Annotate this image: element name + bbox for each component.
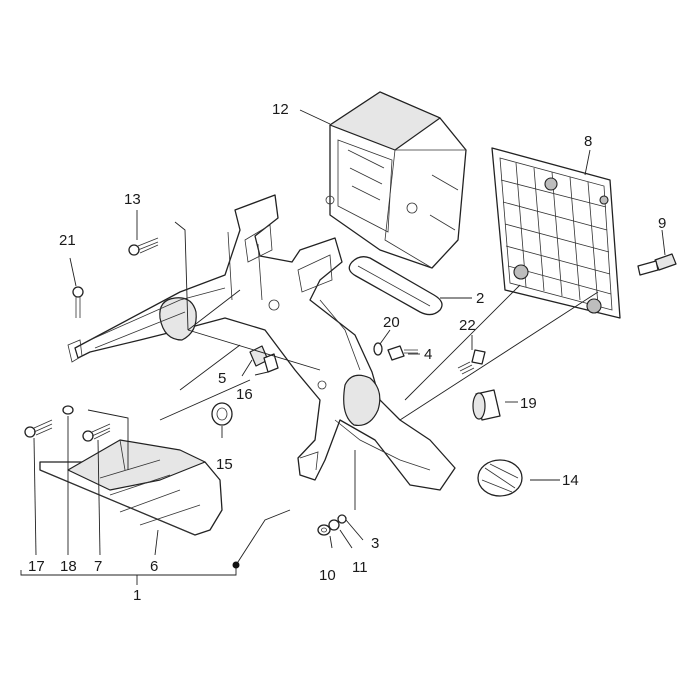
part-10-nut [317, 524, 331, 536]
label-17: 17 [28, 558, 45, 575]
label-15: 15 [216, 456, 233, 473]
part-19-spacer [472, 389, 501, 421]
part-18-washer [62, 405, 74, 415]
part-20-washer [373, 342, 383, 356]
label-2: 2 [476, 290, 484, 307]
part-12-light-housing [325, 91, 467, 269]
label-13: 13 [124, 191, 141, 208]
label-16: 16 [236, 386, 253, 403]
part-5-16-clips [249, 345, 279, 373]
part-22-screw [457, 349, 486, 375]
label-1: 1 [133, 587, 141, 604]
part-8-plate-holder [491, 147, 621, 319]
part-21-screw [72, 286, 84, 318]
part-1-main-bracket [67, 194, 456, 491]
label-7: 7 [94, 558, 102, 575]
part-7-screw [82, 423, 111, 442]
part-9-screw [637, 253, 677, 276]
label-3: 3 [371, 535, 379, 552]
label-4: 4 [424, 346, 432, 363]
label-20: 20 [383, 314, 400, 331]
part-6-mudguard [39, 439, 223, 536]
label-6: 6 [150, 558, 158, 575]
part-11-washer [328, 514, 347, 531]
label-18: 18 [60, 558, 77, 575]
label-14: 14 [562, 472, 579, 489]
label-19: 19 [520, 395, 537, 412]
label-5: 5 [218, 370, 226, 387]
label-22: 22 [459, 317, 476, 334]
reference-dot [232, 561, 240, 569]
part-labels: 12 8 9 2 20 22 4 19 14 13 21 5 16 15 3 1… [28, 101, 666, 604]
label-9: 9 [658, 215, 666, 232]
part-2-lens [348, 256, 443, 316]
part-17-screw [24, 419, 53, 438]
label-10: 10 [319, 567, 336, 584]
label-12: 12 [272, 101, 289, 118]
label-21: 21 [59, 232, 76, 249]
label-11: 11 [352, 559, 368, 576]
part-4-screw [387, 345, 418, 361]
part-14-reflector [477, 459, 523, 497]
label-8: 8 [584, 133, 592, 150]
part-15-washer [211, 402, 233, 426]
part-13-screw [128, 237, 159, 256]
leader-lines [20, 109, 666, 585]
